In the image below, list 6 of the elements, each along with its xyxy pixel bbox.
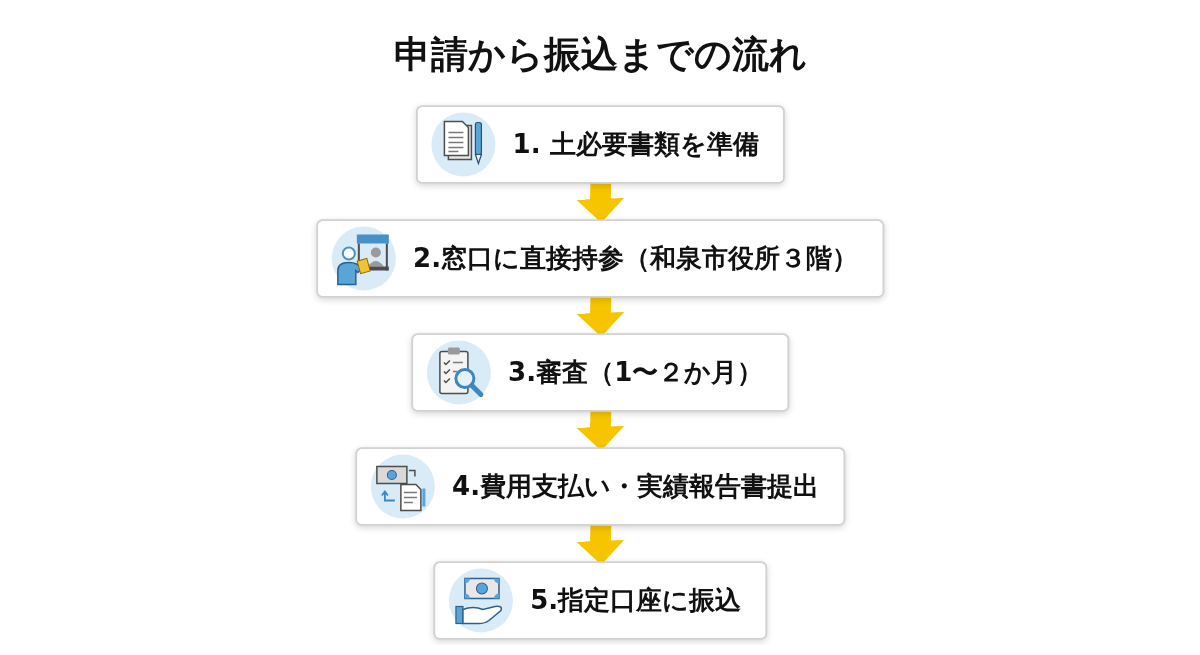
step-text: 4.費用支払い・実績報告書提出 (451, 470, 820, 504)
step-text: 5.指定口座に振込 (529, 584, 741, 618)
step-text: 1. 土必要書類を準備 (512, 129, 759, 160)
diagram-title: 申請から振込までの流れ (393, 33, 807, 76)
step-text: 2.窓口に直接持参（和泉市役所３階） (412, 242, 859, 276)
step-text: 3.審査（1〜２か月） (507, 356, 764, 390)
